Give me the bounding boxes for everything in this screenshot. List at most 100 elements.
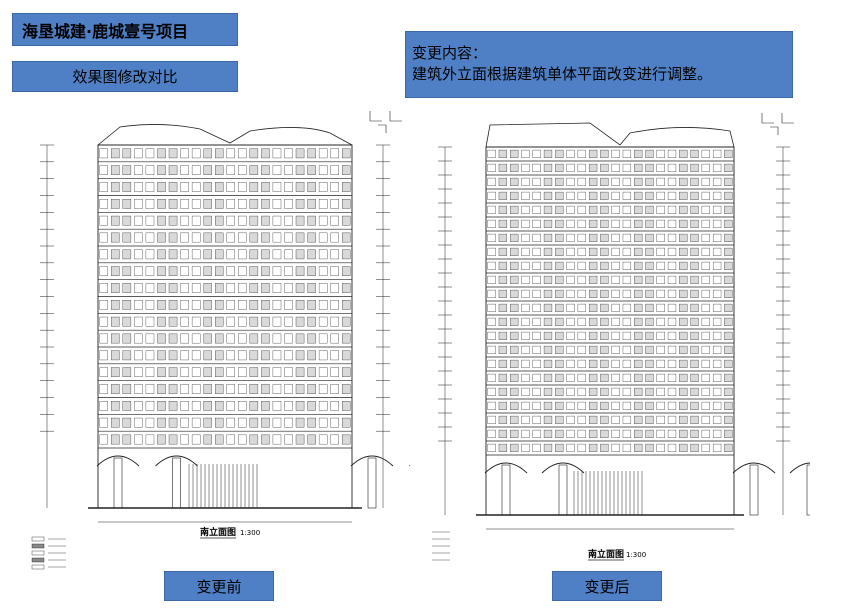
window <box>111 232 120 243</box>
window <box>134 300 143 310</box>
window <box>307 266 316 276</box>
window <box>566 373 575 382</box>
window <box>634 359 643 368</box>
window <box>111 182 120 192</box>
window <box>679 317 688 326</box>
window <box>284 417 293 428</box>
window <box>122 215 132 226</box>
window <box>679 387 688 396</box>
window <box>99 199 108 209</box>
window <box>645 429 654 438</box>
window <box>99 316 108 327</box>
window <box>318 249 328 260</box>
window <box>634 247 643 256</box>
window <box>543 163 553 172</box>
window <box>249 350 259 361</box>
window <box>168 316 178 327</box>
window <box>203 384 212 394</box>
window <box>667 233 677 242</box>
window <box>261 266 270 276</box>
window <box>272 367 282 377</box>
window <box>679 261 688 270</box>
window <box>555 233 564 242</box>
window <box>600 275 609 284</box>
window <box>679 443 688 452</box>
window <box>588 387 598 396</box>
window <box>622 373 632 382</box>
window <box>157 333 166 344</box>
window <box>679 359 688 368</box>
window <box>690 401 699 410</box>
window <box>249 249 259 260</box>
window <box>180 283 189 293</box>
window <box>284 350 293 361</box>
window <box>111 367 120 377</box>
window <box>532 443 541 452</box>
window <box>318 434 328 445</box>
window <box>577 415 586 424</box>
window <box>521 345 530 354</box>
window <box>724 233 733 242</box>
window <box>667 443 677 452</box>
window <box>566 149 575 158</box>
window <box>249 434 259 445</box>
window <box>600 149 609 158</box>
window <box>307 283 316 293</box>
window <box>238 148 247 159</box>
window <box>656 289 665 298</box>
window <box>226 165 235 175</box>
window <box>295 199 305 209</box>
window <box>111 333 120 344</box>
window <box>498 233 508 242</box>
caption-title-after: 南立面图 <box>588 548 624 560</box>
window <box>724 177 733 186</box>
window <box>498 415 508 424</box>
window <box>145 232 155 243</box>
window <box>307 333 316 344</box>
window <box>238 182 247 192</box>
window <box>215 232 224 243</box>
window <box>111 215 120 226</box>
window <box>521 415 530 424</box>
window <box>134 199 143 209</box>
window <box>168 401 178 411</box>
window <box>318 182 328 192</box>
window <box>656 303 665 312</box>
window <box>168 199 178 209</box>
window <box>645 219 654 228</box>
window <box>215 215 224 226</box>
window <box>330 417 339 428</box>
window <box>295 232 305 243</box>
window <box>191 266 201 276</box>
window <box>712 303 722 312</box>
window <box>622 345 632 354</box>
window <box>191 350 201 361</box>
window <box>249 182 259 192</box>
window <box>611 345 620 354</box>
window <box>656 177 665 186</box>
window <box>712 345 722 354</box>
window <box>521 387 530 396</box>
window <box>679 345 688 354</box>
window <box>249 232 259 243</box>
window <box>724 345 733 354</box>
window <box>690 177 699 186</box>
window <box>203 401 212 411</box>
window <box>712 317 722 326</box>
window <box>99 384 108 394</box>
window <box>261 148 270 159</box>
window <box>487 289 496 298</box>
window <box>498 163 508 172</box>
window <box>577 289 586 298</box>
window <box>122 266 132 276</box>
window <box>122 283 132 293</box>
window <box>191 333 201 344</box>
window <box>318 384 328 394</box>
window <box>588 233 598 242</box>
window <box>122 401 132 411</box>
window <box>679 233 688 242</box>
window <box>577 275 586 284</box>
window <box>566 205 575 214</box>
window <box>656 345 665 354</box>
window <box>498 359 508 368</box>
